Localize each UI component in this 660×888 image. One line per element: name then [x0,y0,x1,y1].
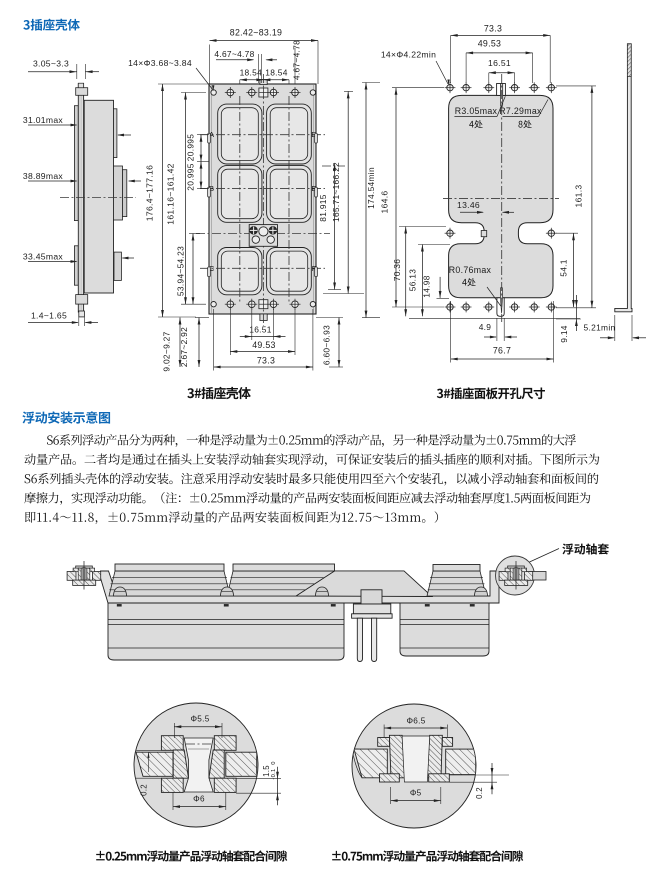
svg-text:R0.76max: R0.76max [449,265,492,275]
svg-text:18.54: 18.54 [240,68,263,78]
svg-text:16.51: 16.51 [488,58,511,68]
svg-text:Φ5.5: Φ5.5 [190,715,209,724]
svg-text:3.05~3.3: 3.05~3.3 [33,59,69,69]
svg-text:161.3: 161.3 [574,184,584,207]
svg-text:176.4~177.16: 176.4~177.16 [145,165,155,221]
svg-text:49.53: 49.53 [252,340,276,350]
svg-text:20.995: 20.995 [186,163,196,190]
svg-text:0.2: 0.2 [475,787,484,799]
svg-text:Φ5: Φ5 [410,789,422,798]
svg-text:54.1: 54.1 [559,259,569,277]
svg-text:-0.1: -0.1 [271,768,277,779]
svg-text:9.14: 9.14 [559,325,569,343]
svg-text:B: B [209,184,214,193]
svg-text:14×Φ4.22min: 14×Φ4.22min [381,50,436,60]
svg-text:174.54min: 174.54min [366,167,376,209]
svg-text:D: D [311,130,317,139]
svg-text:4.67~4.78: 4.67~4.78 [214,49,254,59]
svg-text:18.54: 18.54 [265,68,288,78]
svg-text:1.5: 1.5 [262,765,271,777]
svg-text:1.4~1.65: 1.4~1.65 [31,311,67,321]
svg-text:14.98: 14.98 [421,275,431,298]
svg-text:164.6: 164.6 [380,190,390,213]
svg-text:49.53: 49.53 [478,39,502,49]
svg-text:31.01max: 31.01max [23,115,64,125]
svg-text:165.71~166.22: 165.71~166.22 [331,162,341,222]
svg-text:R7.29max: R7.29max [499,106,542,116]
svg-text:F: F [312,264,317,273]
svg-text:53.94~54.23: 53.94~54.23 [176,246,186,296]
svg-text:20.995: 20.995 [186,134,196,161]
svg-text:76.7: 76.7 [493,346,511,356]
svg-text:0: 0 [271,761,277,765]
svg-text:81.915: 81.915 [318,194,328,221]
svg-text:6.60~6.93: 6.60~6.93 [322,325,332,365]
svg-text:161.16~161.42: 161.16~161.42 [166,163,176,225]
svg-text:70.36: 70.36 [392,259,402,282]
svg-text:14×Φ3.68~3.84: 14×Φ3.68~3.84 [128,58,192,68]
svg-text:38.89max: 38.89max [23,171,64,181]
svg-text:33.45max: 33.45max [23,252,64,262]
svg-text:4.9: 4.9 [479,322,492,332]
svg-text:5.21min: 5.21min [584,323,616,333]
svg-text:A: A [209,130,215,139]
svg-text:56.13: 56.13 [408,269,418,292]
svg-text:16.51: 16.51 [249,325,272,335]
svg-text:0.2: 0.2 [140,784,149,796]
svg-text:C: C [209,264,215,273]
svg-text:13.46: 13.46 [457,200,480,210]
svg-text:R3.05max: R3.05max [455,106,498,116]
svg-text:9.02~9.27: 9.02~9.27 [162,331,172,371]
svg-text:2.67~2.92: 2.67~2.92 [179,327,189,367]
svg-text:82.42~83.19: 82.42~83.19 [230,28,282,38]
svg-text:Φ6.5: Φ6.5 [406,717,425,726]
svg-text:E: E [312,184,317,193]
svg-text:73.3: 73.3 [484,24,502,34]
svg-text:Φ6: Φ6 [193,795,205,804]
svg-text:73.3: 73.3 [257,356,275,366]
svg-text:4.67~4.78: 4.67~4.78 [292,40,302,80]
